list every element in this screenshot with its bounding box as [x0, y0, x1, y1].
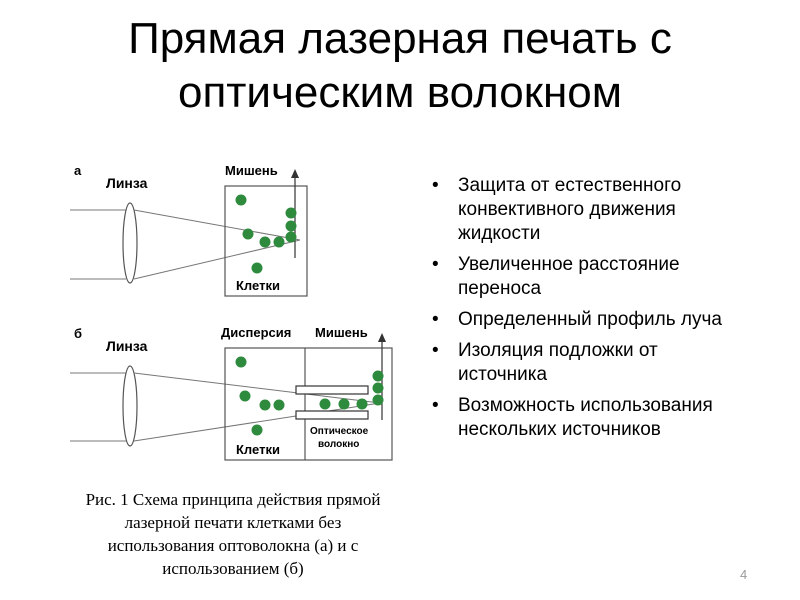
title-line-2: оптическим волокном	[177, 68, 623, 117]
panel-b-container-box	[224, 347, 393, 461]
caption-line-1: Рис. 1 Схема принципа действия прямой	[85, 490, 381, 509]
panel-b-cell	[273, 399, 285, 411]
panel-b-fiber-label-2: волокно	[318, 439, 359, 450]
panel-b-dispersion-label: Дисперсия	[221, 325, 291, 340]
panel-b-lens-label: Линза	[106, 338, 148, 354]
panel-b-cell	[235, 356, 247, 368]
panel-a-lens-label: Линза	[106, 175, 148, 191]
figure-caption: Рис. 1 Схема принципа действия прямой ла…	[48, 488, 418, 580]
panel-b-target-cell	[372, 394, 384, 406]
bullet-text-line: конвективного движения	[458, 199, 676, 220]
caption-line-3: использования оптоволокна (а) и с	[107, 536, 359, 555]
bullet-text-line: Возможность использования	[458, 395, 713, 416]
bullet-list: • Защита от естественного конвективного …	[432, 174, 782, 449]
panel-a-cell	[285, 231, 297, 243]
panel-b-cell	[239, 390, 251, 402]
bullet-item: • Определенный профиль луча	[432, 308, 782, 332]
panel-b-cell	[259, 399, 271, 411]
bullet-text-line: Изоляция подложки от	[458, 340, 658, 361]
panel-b-arrow-head	[378, 333, 386, 342]
panel-b-target-cell	[372, 370, 384, 382]
panel-b-cell	[251, 424, 263, 436]
panel-b-beam-bottom-right	[133, 402, 381, 442]
bullet-text-line: Увеличенное расстояние	[458, 254, 680, 275]
bullet-dot-icon: •	[432, 309, 439, 330]
caption-line-2: лазерной печати клетками без	[124, 513, 342, 532]
panel-b: б Линза Дисперсия Мишень	[70, 325, 393, 461]
bullet-text-line: жидкости	[458, 223, 541, 244]
panel-b-fiber-top	[295, 385, 369, 395]
panel-a-target-label: Мишень	[225, 163, 278, 178]
panel-b-target-cell	[372, 382, 384, 394]
panel-b-lens	[122, 365, 138, 447]
diagram-figure: а Линза Мишень Клетки б Линза Диспер	[60, 158, 420, 478]
bullet-dot-icon: •	[432, 254, 439, 275]
panel-b-target-label: Мишень	[315, 325, 368, 340]
panel-b-fiber-cell	[338, 398, 350, 410]
panel-a-cell	[273, 236, 285, 248]
panel-a-cell	[285, 207, 297, 219]
bullet-text-line: переноса	[458, 278, 542, 299]
panel-a-cells-label: Клетки	[236, 278, 280, 293]
panel-a-cell	[285, 220, 297, 232]
panel-b-fiber-label-1: Оптическое	[310, 426, 369, 437]
panel-a-beam-bottom-right	[133, 239, 301, 280]
panel-a-arrow-head	[291, 169, 299, 178]
panel-a: а Линза Мишень Клетки	[70, 163, 308, 297]
panel-b-fiber-cell	[319, 398, 331, 410]
bullet-dot-icon: •	[432, 340, 439, 361]
slide-title: Прямая лазерная печать с оптическим воло…	[0, 12, 800, 120]
page-number: 4	[740, 567, 748, 582]
panel-b-letter: б	[74, 326, 82, 341]
diagram-svg: а Линза Мишень Клетки б Линза Диспер	[70, 163, 393, 461]
title-line-1: Прямая лазерная печать с	[128, 14, 672, 63]
bullet-item: • Увеличенное расстояние переноса	[432, 253, 782, 301]
panel-a-lens	[122, 202, 138, 284]
panel-a-cell	[235, 194, 247, 206]
panel-a-cell	[259, 236, 271, 248]
panel-b-beam-top-right	[133, 372, 381, 404]
panel-a-cell	[251, 262, 263, 274]
panel-a-target-box	[224, 185, 308, 297]
panel-b-fiber-bottom	[295, 410, 369, 420]
bullet-text-line: нескольких источников	[458, 419, 661, 440]
bullet-dot-icon: •	[432, 175, 439, 196]
bullet-item: • Возможность использования нескольких и…	[432, 394, 782, 442]
bullet-item: • Защита от естественного конвективного …	[432, 174, 782, 246]
bullet-text-line: Защита от естественного	[458, 175, 682, 196]
panel-a-letter: а	[74, 163, 82, 178]
bullet-item: • Изоляция подложки от источника	[432, 339, 782, 387]
bullet-text-line: Определенный профиль луча	[458, 309, 722, 330]
panel-a-cell	[242, 228, 254, 240]
panel-a-beam-top-right	[133, 209, 301, 241]
caption-line-4: использованием (б)	[162, 559, 304, 578]
bullet-dot-icon: •	[432, 395, 439, 416]
bullet-text-line: источника	[458, 364, 548, 385]
panel-b-cells-label: Клетки	[236, 442, 280, 457]
panel-b-fiber-cell	[356, 398, 368, 410]
